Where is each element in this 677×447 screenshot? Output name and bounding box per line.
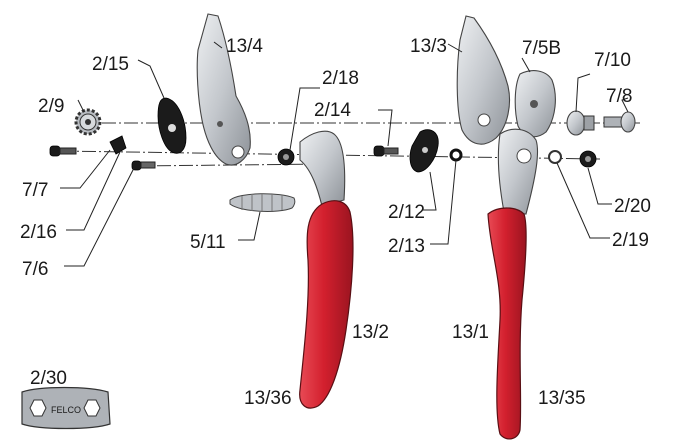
part-7-5b-center-piece	[514, 70, 556, 138]
part-2-16-cam	[109, 135, 127, 155]
label-2-9: 2/9	[38, 96, 64, 117]
label-7-7: 7/7	[22, 180, 48, 201]
plate-marking-text: FELCO	[51, 405, 81, 415]
part-7-8-pin	[603, 111, 636, 133]
label-2-14: 2/14	[314, 100, 351, 121]
part-2-18-nut	[277, 148, 295, 166]
label-2-15: 2/15	[92, 54, 129, 75]
label-7-6: 7/6	[22, 259, 48, 280]
part-2-14-screw	[373, 145, 399, 157]
label-13-3: 13/3	[410, 36, 447, 57]
label-13-35: 13/35	[538, 388, 586, 409]
label-13-4: 13/4	[226, 36, 263, 57]
part-2-30-wrench-plate	[21, 386, 111, 430]
part-5-11-spring	[229, 193, 296, 212]
part-7-10-bolt	[566, 110, 595, 136]
label-7-5b: 7/5B	[522, 38, 561, 59]
part-2-20-nut	[579, 150, 597, 168]
label-2-18: 2/18	[322, 68, 359, 89]
leader-lines	[60, 41, 629, 267]
label-5-11: 5/11	[190, 232, 226, 253]
label-7-8: 7/8	[606, 86, 632, 107]
part-7-6-screw	[131, 160, 156, 171]
label-2-12: 2/12	[388, 202, 425, 223]
label-2-20: 2/20	[614, 196, 651, 217]
label-13-1: 13/1	[452, 322, 489, 343]
part-2-13-ring	[449, 148, 463, 162]
part-13-1-upper-handle	[487, 128, 539, 440]
part-13-2-lower-handle	[299, 130, 354, 409]
label-2-19: 2/19	[612, 230, 649, 251]
part-13-3-anvil-blade	[456, 15, 511, 145]
part-2-12-black-lever	[409, 129, 439, 173]
part-2-15-black-plate	[157, 97, 187, 154]
part-2-19-washer	[548, 150, 562, 164]
label-2-13: 2/13	[388, 236, 425, 257]
part-7-7-screw	[49, 145, 77, 157]
label-7-10: 7/10	[594, 50, 631, 71]
callout-labels: 13/4 2/15 2/9 2/18 2/14 7/7 2/16 7/6 5/1…	[20, 36, 651, 409]
label-2-16: 2/16	[20, 222, 57, 243]
part-13-4-upper-blade	[196, 13, 251, 166]
part-2-9-gear	[74, 108, 102, 136]
label-2-30: 2/30	[30, 368, 67, 389]
label-13-36: 13/36	[244, 388, 292, 409]
label-13-2: 13/2	[352, 322, 389, 343]
